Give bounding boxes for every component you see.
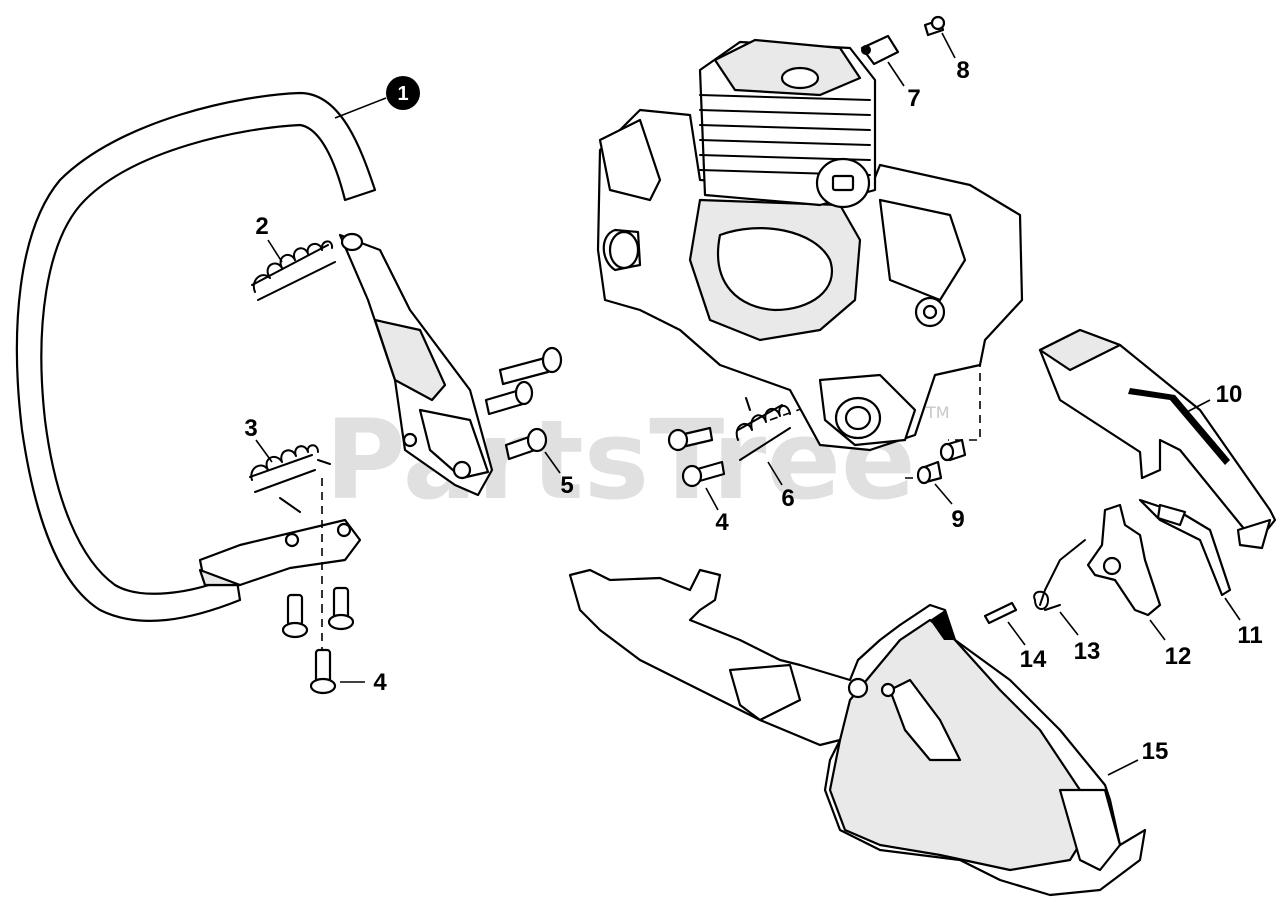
leader-12 bbox=[1149, 619, 1166, 641]
part-15-brake-band-housing[interactable] bbox=[568, 568, 1147, 897]
callout-6[interactable]: 6 bbox=[781, 485, 794, 512]
callout-13[interactable]: 13 bbox=[1074, 638, 1101, 665]
screw-4-right-b[interactable] bbox=[681, 460, 726, 488]
callout-10[interactable]: 10 bbox=[1216, 381, 1243, 408]
callout-14[interactable]: 14 bbox=[1020, 646, 1047, 673]
leader-10 bbox=[1184, 399, 1211, 414]
screw-4-right-a[interactable] bbox=[667, 426, 714, 452]
part-10-grip-cover[interactable] bbox=[1038, 328, 1277, 550]
callout-5[interactable]: 5 bbox=[560, 472, 573, 499]
part-9-cap-a[interactable] bbox=[939, 438, 967, 462]
leader-13 bbox=[1059, 611, 1079, 636]
part-13-spring[interactable] bbox=[1033, 539, 1086, 611]
part-7-fitting[interactable] bbox=[860, 34, 900, 66]
bolt-middle[interactable] bbox=[484, 380, 534, 416]
callout-4-left[interactable]: 4 bbox=[373, 669, 387, 696]
callout-4-right[interactable]: 4 bbox=[715, 509, 729, 536]
screw-4-left-c[interactable] bbox=[309, 648, 337, 695]
leader-5 bbox=[544, 451, 561, 474]
leader-8 bbox=[941, 32, 956, 59]
leader-1 bbox=[334, 97, 387, 119]
screw-5[interactable] bbox=[504, 427, 548, 461]
front-handle-bar[interactable] bbox=[15, 91, 377, 623]
callout-2[interactable]: 2 bbox=[255, 213, 268, 240]
handle-bracket[interactable] bbox=[338, 232, 494, 497]
screw-4-left-b[interactable] bbox=[327, 586, 355, 631]
callout-15[interactable]: 15 bbox=[1142, 738, 1169, 765]
callout-3[interactable]: 3 bbox=[244, 415, 257, 442]
leader-6 bbox=[767, 461, 783, 486]
callout-7[interactable]: 7 bbox=[907, 85, 920, 112]
bolt-upper[interactable] bbox=[498, 346, 563, 386]
callout-11[interactable]: 11 bbox=[1237, 622, 1262, 649]
callout-1-text: 1 bbox=[397, 83, 408, 105]
leader-9 bbox=[934, 483, 953, 505]
leader-4b bbox=[705, 487, 719, 511]
part-9-cap-b[interactable] bbox=[916, 460, 943, 485]
cylinder[interactable] bbox=[698, 38, 877, 209]
spring-6[interactable] bbox=[735, 397, 791, 461]
callout-9[interactable]: 9 bbox=[951, 506, 964, 533]
part-12-catch[interactable] bbox=[1086, 503, 1162, 617]
screw-4-left-a[interactable] bbox=[281, 593, 309, 639]
callout-8[interactable]: 8 bbox=[956, 57, 969, 84]
leader-7 bbox=[887, 61, 905, 87]
part-14-pin[interactable] bbox=[983, 601, 1018, 625]
leader-2 bbox=[267, 239, 283, 263]
leader-3 bbox=[255, 439, 273, 463]
part-8-screw[interactable] bbox=[923, 15, 946, 37]
watermark-tm: TM bbox=[925, 403, 950, 422]
leader-15 bbox=[1107, 759, 1139, 776]
brake-lever-plate[interactable] bbox=[198, 518, 362, 587]
assembly-line-4 bbox=[948, 364, 981, 441]
part-11-lever[interactable] bbox=[1138, 498, 1232, 597]
spring-2[interactable] bbox=[251, 240, 336, 301]
leader-14 bbox=[1007, 621, 1026, 646]
torsion-spring-3[interactable] bbox=[249, 444, 331, 513]
leader-11 bbox=[1224, 597, 1241, 621]
callout-12[interactable]: 12 bbox=[1165, 643, 1192, 670]
callout-1-badge[interactable]: 1 bbox=[386, 76, 420, 110]
